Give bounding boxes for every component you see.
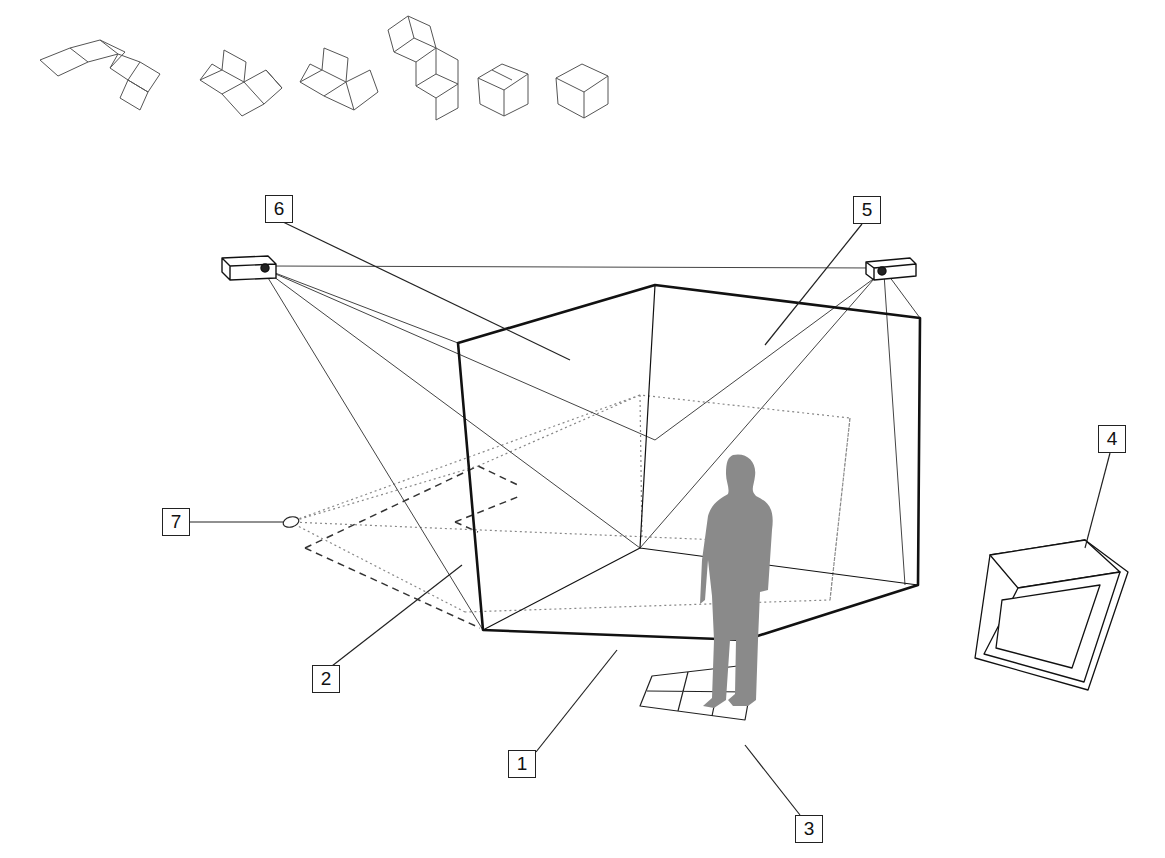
callout-box: 6 <box>265 195 293 223</box>
callout-box: 3 <box>795 815 823 843</box>
callout-box: 1 <box>508 750 536 778</box>
callout-box: 4 <box>1098 425 1126 453</box>
callout-number: 4 <box>1107 428 1118 450</box>
callout-number: 1 <box>517 753 528 775</box>
control-monitor <box>975 540 1128 690</box>
callout-number: 7 <box>171 511 182 533</box>
projector-left <box>222 256 276 280</box>
person-silhouette <box>700 454 773 708</box>
tracking-camera <box>282 515 300 529</box>
callout-box: 2 <box>312 665 340 693</box>
callout-number: 5 <box>862 199 873 221</box>
callout-number: 3 <box>804 818 815 840</box>
unfolding-sequence <box>40 16 608 120</box>
callout-box: 7 <box>162 508 190 536</box>
cave-walls <box>458 285 920 640</box>
callout-number: 6 <box>274 198 285 220</box>
projector-beams <box>262 266 920 630</box>
callout-number: 2 <box>321 668 332 690</box>
leader-lines <box>189 222 1110 815</box>
projector-right <box>866 258 916 280</box>
callout-box: 5 <box>853 196 881 224</box>
